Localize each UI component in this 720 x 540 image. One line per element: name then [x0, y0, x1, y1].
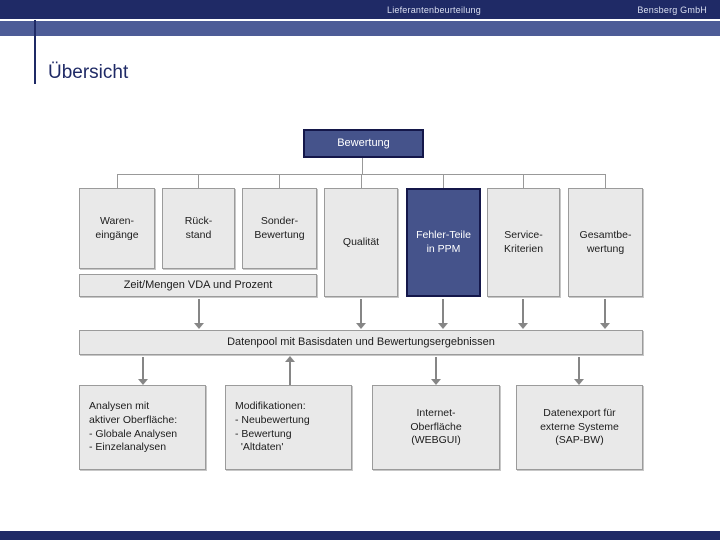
- header-bar: Lieferantenbeurteilung Bensberg GmbH: [0, 0, 720, 19]
- datenpool-bar: Datenpool mit Basisdaten und Bewertungse…: [79, 330, 643, 355]
- node-bewertung: Bewertung: [303, 129, 424, 158]
- connector-stub: [443, 174, 444, 188]
- node-label: Datenexport für externe Systeme (SAP-BW): [540, 406, 619, 447]
- node-label: Sonder- Bewertung: [254, 214, 305, 241]
- node-label: Qualität: [342, 235, 380, 248]
- arrow-down-head: [438, 323, 448, 329]
- arrow-down: [604, 299, 606, 323]
- arrow-down-head: [431, 379, 441, 385]
- connector-stub: [117, 174, 118, 188]
- node-analysen: Analysen mit aktiver Oberfläche: - Globa…: [79, 385, 206, 470]
- node-modifikationen: Modifikationen: - Neubewertung - Bewertu…: [225, 385, 352, 470]
- datenpool-label: Datenpool mit Basisdaten und Bewertungse…: [227, 336, 495, 349]
- node-label: Bewertung: [337, 137, 390, 150]
- arrow-up-head: [285, 356, 295, 362]
- node-gesamtbewertung: Gesamtbe- wertung: [568, 188, 643, 297]
- arrow-down-head: [600, 323, 610, 329]
- connector-root-drop: [362, 158, 363, 174]
- arrow-down-head: [194, 323, 204, 329]
- node-rueckstand: Rück- stand: [162, 188, 235, 269]
- arrow-down: [142, 357, 144, 379]
- node-fehler-teile-ppm: Fehler-Teile in PPM: [406, 188, 481, 297]
- connector-stub: [361, 174, 362, 188]
- node-sonderbewertung: Sonder- Bewertung: [242, 188, 317, 269]
- arrow-down: [578, 357, 580, 379]
- node-internet-oberflaeche: Internet- Oberfläche (WEBGUI): [372, 385, 500, 470]
- footer-bar: [0, 531, 720, 540]
- company-name: Bensberg GmbH: [637, 5, 707, 15]
- node-label: Modifikationen: - Neubewertung - Bewertu…: [235, 399, 310, 454]
- node-datenexport: Datenexport für externe Systeme (SAP-BW): [516, 385, 643, 470]
- node-label: Analysen mit aktiver Oberfläche: - Globa…: [89, 399, 178, 454]
- node-label: Internet- Oberfläche (WEBGUI): [410, 406, 462, 447]
- accent-line: [34, 20, 36, 84]
- node-label: Waren- eingänge: [95, 214, 139, 241]
- connector-stub: [605, 174, 606, 188]
- node-service-kriterien: Service- Kriterien: [487, 188, 560, 297]
- node-label: Service- Kriterien: [503, 228, 544, 255]
- connector-stub: [279, 174, 280, 188]
- arrow-down-head: [518, 323, 528, 329]
- node-label: Fehler-Teile in PPM: [416, 228, 471, 255]
- arrow-down: [360, 299, 362, 323]
- node-wareneingaenge: Waren- eingänge: [79, 188, 155, 269]
- basis-label: Zeit/Mengen VDA und Prozent: [123, 279, 273, 292]
- header-subband: [0, 21, 720, 36]
- arrow-down: [442, 299, 444, 323]
- arrow-down: [198, 299, 200, 323]
- arrow-down: [435, 357, 437, 379]
- page-title: Übersicht: [48, 62, 129, 83]
- arrow-down-head: [138, 379, 148, 385]
- arrow-down-head: [356, 323, 366, 329]
- node-qualitaet: Qualität: [324, 188, 398, 297]
- node-label: Rück- stand: [184, 214, 213, 241]
- node-label: Gesamtbe- wertung: [579, 228, 632, 255]
- connector-stub: [198, 174, 199, 188]
- arrow-up: [289, 362, 291, 385]
- connector-stub: [523, 174, 524, 188]
- arrow-down-head: [574, 379, 584, 385]
- basis-bar: Zeit/Mengen VDA und Prozent: [79, 274, 317, 297]
- document-title: Lieferantenbeurteilung: [387, 5, 481, 15]
- arrow-down: [522, 299, 524, 323]
